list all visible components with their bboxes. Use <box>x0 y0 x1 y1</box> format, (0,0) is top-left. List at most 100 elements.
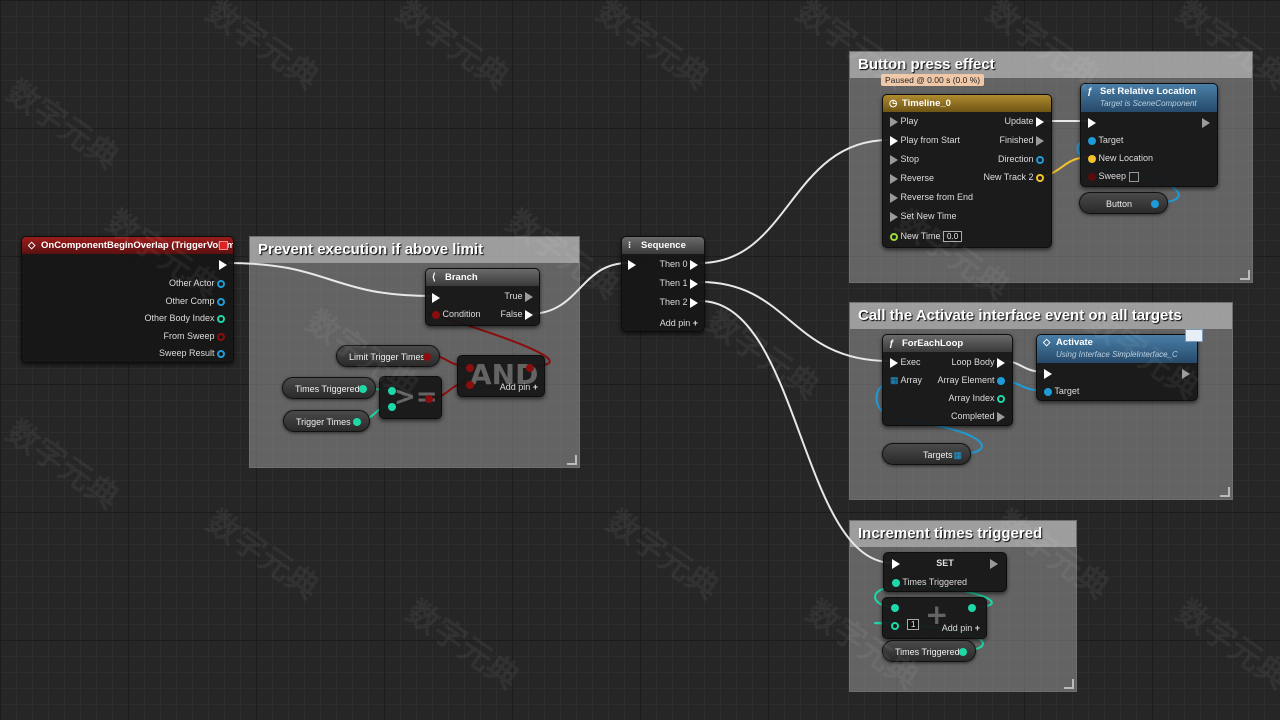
activate-target-pin[interactable]: Target <box>1044 386 1079 396</box>
event-node-title: OnComponentBeginOverlap (TriggerVolume) <box>41 240 233 251</box>
and-node[interactable]: AND Add pin + <box>457 355 545 397</box>
foreach-array-index-pin[interactable]: Array Index <box>948 393 1005 403</box>
branch-condition-pin[interactable]: Condition <box>432 309 481 319</box>
branch-false-pin[interactable]: False <box>500 309 533 320</box>
activate-exec-out-pin[interactable] <box>1182 368 1190 379</box>
resize-grip[interactable] <box>1240 270 1250 280</box>
interface-diamond-icon: ◇ <box>1043 337 1051 348</box>
setloc-new-location-pin[interactable]: New Location <box>1088 153 1153 163</box>
var-times-triggered-getter[interactable]: Times Triggered <box>882 640 976 662</box>
plus-icon: + <box>692 318 698 328</box>
timeline-reverse-pin[interactable]: Reverse <box>890 173 934 184</box>
setloc-exec-in-pin[interactable] <box>1088 117 1096 128</box>
branch-true-pin[interactable]: True <box>504 291 533 302</box>
exec-out-icon <box>690 297 698 308</box>
timeline-finished-pin[interactable]: Finished <box>999 135 1044 146</box>
watermark-text: 数字元典 <box>699 302 827 407</box>
foreach-array-pin[interactable]: ▦ Array <box>890 375 923 385</box>
add-add-pin-button[interactable]: Add pin + <box>941 623 980 633</box>
exec-in-icon <box>890 154 898 165</box>
sequence-header: ⁝Sequence <box>622 237 704 254</box>
var-limit-trigger-times[interactable]: Limit Trigger Times <box>336 345 440 367</box>
object-pin-icon <box>997 376 1005 385</box>
int-pin-icon[interactable] <box>891 622 899 630</box>
set-value-pin[interactable]: Times Triggered <box>892 577 967 587</box>
sequence-node[interactable]: ⁝Sequence Then 0 Then 1 Then 2 Add pin + <box>621 236 705 332</box>
timeline-new-track-2-pin[interactable]: New Track 2 <box>983 172 1044 182</box>
and-add-pin-button[interactable]: Add pin + <box>499 382 538 392</box>
setloc-exec-out-pin[interactable] <box>1202 117 1210 128</box>
timeline-play-pin[interactable]: Play <box>890 116 918 127</box>
setloc-sweep-pin[interactable]: Sweep <box>1088 171 1139 182</box>
branch-exec-in-pin[interactable] <box>432 292 440 303</box>
timeline-update-pin[interactable]: Update <box>1004 116 1044 127</box>
timeline-stop-pin[interactable]: Stop <box>890 154 919 165</box>
set-times-triggered-node[interactable]: SET Times Triggered <box>883 552 1007 592</box>
foreach-array-element-pin[interactable]: Array Element <box>937 375 1005 385</box>
foreach-exec-in-pin[interactable]: Exec <box>890 357 921 368</box>
int-out-pin-icon[interactable] <box>968 604 976 612</box>
exec-in-icon <box>1044 368 1052 379</box>
resize-grip[interactable] <box>1220 487 1230 497</box>
bool-out-pin-icon[interactable] <box>425 395 433 403</box>
var-trigger-times[interactable]: Trigger Times <box>283 410 370 432</box>
add-int-node[interactable]: + 1 Add pin + <box>882 597 987 639</box>
pin-other-comp[interactable]: Other Comp <box>165 296 225 306</box>
bool-pin-icon[interactable] <box>466 381 474 389</box>
sequence-then-2-pin[interactable]: Then 2 <box>659 297 698 308</box>
foreach-loop-body-pin[interactable]: Loop Body <box>951 357 1005 368</box>
timeline-status-badge: Paused @ 0.00 s (0.0 %) <box>881 74 985 86</box>
pin-other-body-index[interactable]: Other Body Index <box>144 313 225 323</box>
int-pin-icon[interactable] <box>388 403 396 411</box>
add-value-input[interactable]: 1 <box>907 619 920 630</box>
exec-in-icon <box>1088 117 1096 128</box>
pin-sweep-result[interactable]: Sweep Result <box>159 348 225 358</box>
activate-exec-in-pin[interactable] <box>1044 368 1052 379</box>
event-node-component-begin-overlap[interactable]: ◇OnComponentBeginOverlap (TriggerVolume)… <box>21 236 234 363</box>
bool-pin-icon[interactable] <box>466 364 474 372</box>
pin-from-sweep[interactable]: From Sweep <box>163 331 225 341</box>
timeline-new-time-pin[interactable]: New Time 0.0 <box>890 231 963 243</box>
watermark-text: 数字元典 <box>0 72 127 177</box>
exec-in-icon <box>890 192 898 203</box>
foreach-completed-pin[interactable]: Completed <box>951 411 1005 422</box>
event-exec-out-pin[interactable] <box>219 259 227 270</box>
exec-in-icon <box>432 292 440 303</box>
function-icon: ƒ <box>1087 86 1093 97</box>
object-pin-icon <box>1088 136 1096 145</box>
bool-out-pin-icon[interactable] <box>526 364 534 372</box>
pin-other-actor[interactable]: Other Actor <box>169 278 225 288</box>
int-pin-icon[interactable] <box>891 604 899 612</box>
exec-in-icon <box>890 357 898 368</box>
resize-grip[interactable] <box>567 455 577 465</box>
branch-node[interactable]: ⟨Branch Condition True False <box>425 268 540 326</box>
setloc-target-pin[interactable]: Target <box>1088 135 1123 145</box>
sequence-then-1-pin[interactable]: Then 1 <box>659 278 698 289</box>
activate-interface-node[interactable]: ◇Activate Using Interface SimpleInterfac… <box>1036 329 1203 401</box>
var-times-triggered[interactable]: Times Triggered <box>282 377 376 399</box>
timeline-node[interactable]: ◷Timeline_0 Play Play from Start Stop Re… <box>882 94 1052 248</box>
activate-subtitle: Using Interface SimpleInterface_C <box>1056 350 1178 359</box>
timeline-direction-pin[interactable]: Direction <box>998 154 1044 164</box>
new-time-input[interactable]: 0.0 <box>943 231 963 243</box>
var-targets[interactable]: Targets▦ <box>882 443 971 465</box>
timeline-reverse-from-end-pin[interactable]: Reverse from End <box>890 192 973 203</box>
bool-pin-icon <box>432 310 440 319</box>
timeline-play-from-start-pin[interactable]: Play from Start <box>890 135 960 146</box>
resize-grip[interactable] <box>1064 679 1074 689</box>
int-pin-icon[interactable] <box>388 387 396 395</box>
sweep-checkbox[interactable] <box>1128 171 1139 182</box>
timeline-set-new-time-pin[interactable]: Set New Time <box>890 211 957 222</box>
set-exec-out-pin[interactable] <box>990 558 998 569</box>
envelope-icon <box>1185 329 1203 342</box>
set-exec-in-pin[interactable] <box>892 558 900 569</box>
int-pin-icon <box>959 648 967 656</box>
greater-equal-node[interactable]: >= <box>379 376 442 419</box>
var-button[interactable]: Button <box>1079 192 1168 214</box>
sequence-then-0-pin[interactable]: Then 0 <box>659 259 698 270</box>
sequence-exec-in-pin[interactable] <box>628 259 636 270</box>
sequence-add-pin-button[interactable]: Add pin + <box>659 318 698 328</box>
